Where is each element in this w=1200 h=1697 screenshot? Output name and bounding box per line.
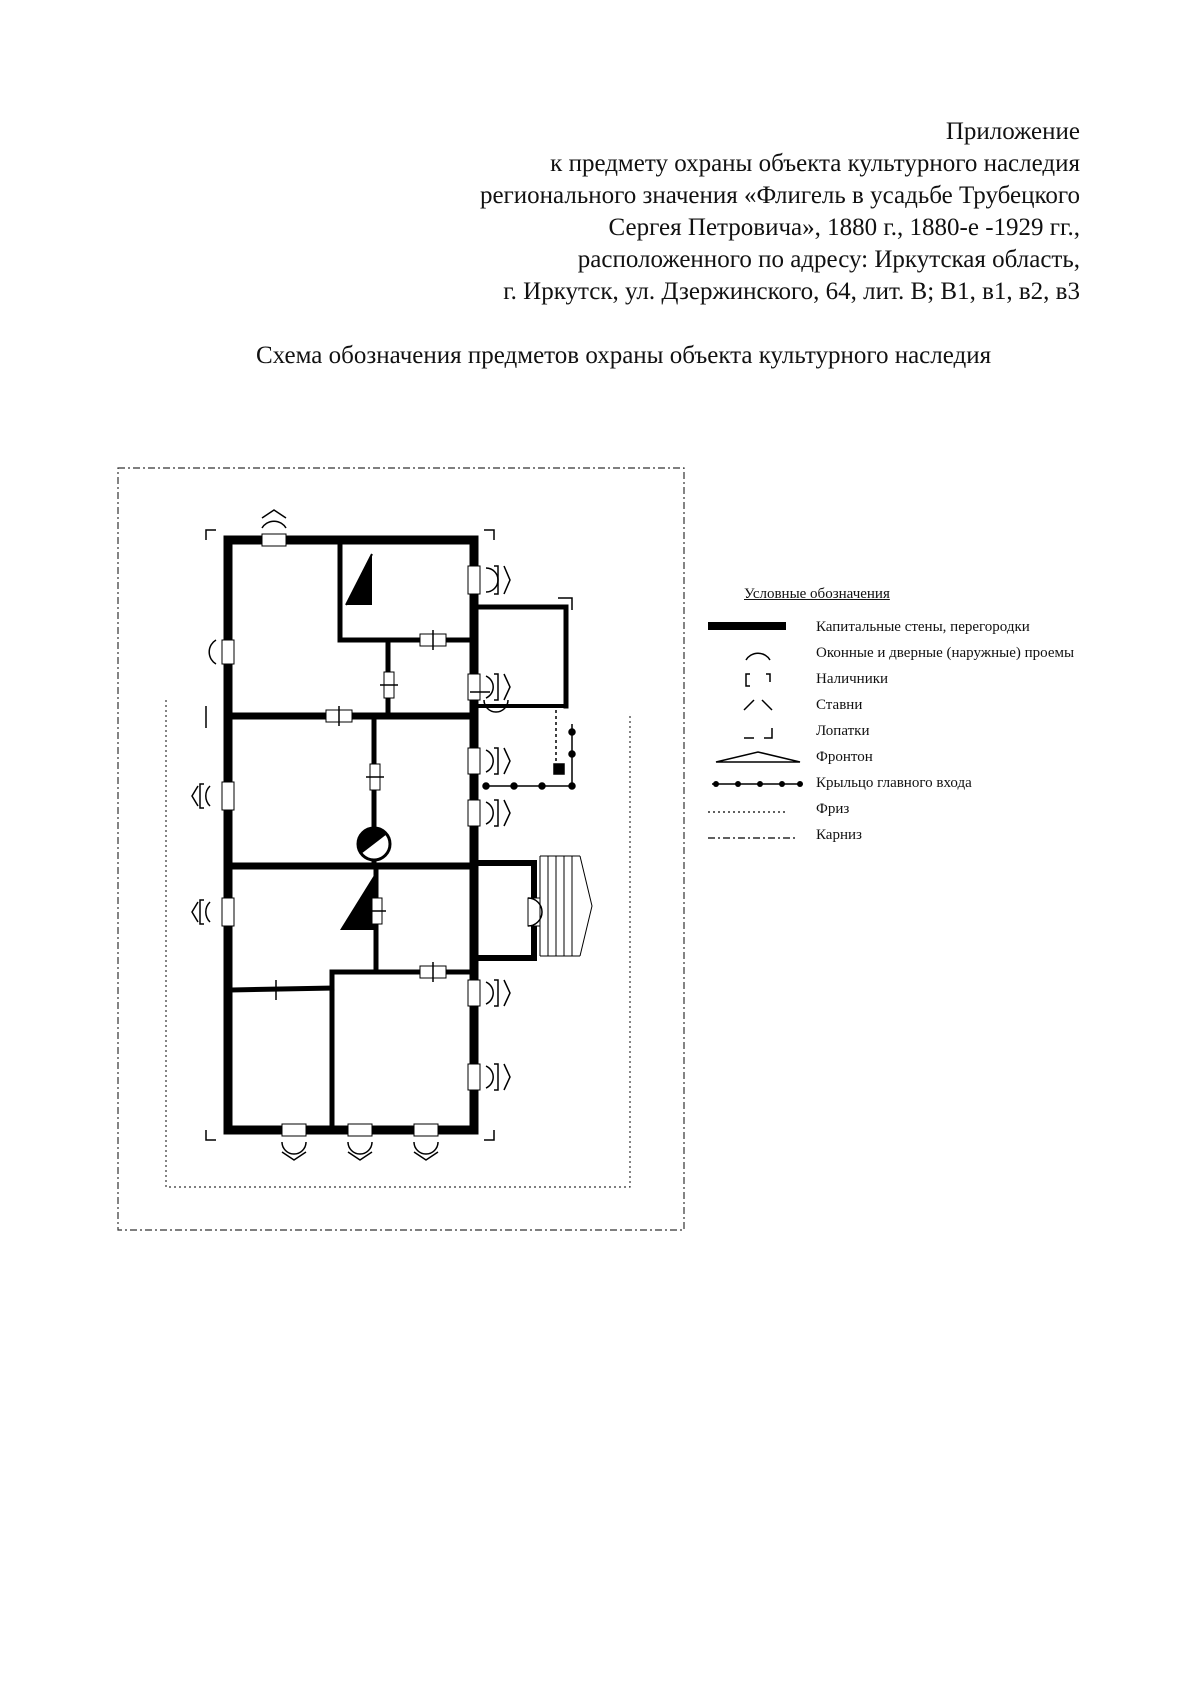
header-line: г. Иркутск, ул. Дзержинского, 64, лит. В… <box>503 278 1080 305</box>
legend-label: Капитальные стены, перегородки <box>816 619 1030 635</box>
legend-title: Условные обозначения <box>744 586 890 602</box>
stair-marker <box>340 872 376 930</box>
scheme-caption: Схема обозначения предметов охраны объек… <box>256 342 992 369</box>
pediment-symbol <box>715 751 801 763</box>
legend-label: Карниз <box>816 827 862 843</box>
legend-item-cornice: Карниз <box>708 824 1168 848</box>
casing-symbol <box>745 673 771 687</box>
legend-item-casings: Наличники <box>708 668 1168 692</box>
legend-label: Крыльцо главного входа <box>816 775 972 791</box>
legend-label: Фронтон <box>816 749 873 765</box>
legend-label: Оконные и дверные (наружные) проемы <box>816 645 1075 661</box>
legend-item-pediment: Фронтон <box>708 746 1168 770</box>
stair-marker <box>345 553 373 606</box>
legend-label: Лопатки <box>816 723 870 739</box>
floor-plan <box>117 467 685 1231</box>
door-marks <box>264 630 490 1000</box>
legend-label: Наличники <box>816 671 889 687</box>
casings-shutters <box>191 509 543 1161</box>
header-line: регионального значения «Флигель в усадьб… <box>479 182 1080 209</box>
legend-item-openings: Оконные и дверные (наружные) проемы <box>708 642 1168 666</box>
pilasters <box>205 529 573 1141</box>
legend-item-frieze: Фриз <box>708 798 1168 822</box>
legend-item-walls: Капитальные стены, перегородки <box>708 616 1168 640</box>
header-line: к предмету охраны объекта культурного на… <box>550 150 1080 177</box>
porch-symbol <box>712 781 803 787</box>
legend-label: Фриз <box>816 801 850 817</box>
side-porch <box>539 855 593 957</box>
wall-symbol <box>708 622 786 630</box>
capital-walls <box>223 535 569 1135</box>
legend-item-shutters: Ставни <box>708 694 1168 718</box>
legend-item-porch: Крыльцо главного входа <box>708 772 1168 796</box>
frieze-symbol <box>708 811 788 813</box>
opening-symbol <box>745 652 771 661</box>
legend-item-pilasters: Лопатки <box>708 720 1168 744</box>
shutters-symbol <box>743 699 773 711</box>
cornice-outline <box>117 467 685 1231</box>
frieze-outline <box>165 700 631 1188</box>
pilaster-symbol <box>744 728 773 739</box>
stove-marker <box>357 827 387 854</box>
cornice-symbol <box>708 837 798 839</box>
main-porch <box>482 710 576 790</box>
legend-label: Ставни <box>816 697 863 713</box>
header-line: Приложение <box>945 118 1080 145</box>
header-line: Сергея Петровича», 1880 г., 1880-е -1929… <box>608 214 1080 241</box>
document-header: Приложение к предмету охраны объекта кул… <box>480 116 1080 308</box>
header-line: расположенного по адресу: Иркутская обла… <box>577 246 1080 273</box>
